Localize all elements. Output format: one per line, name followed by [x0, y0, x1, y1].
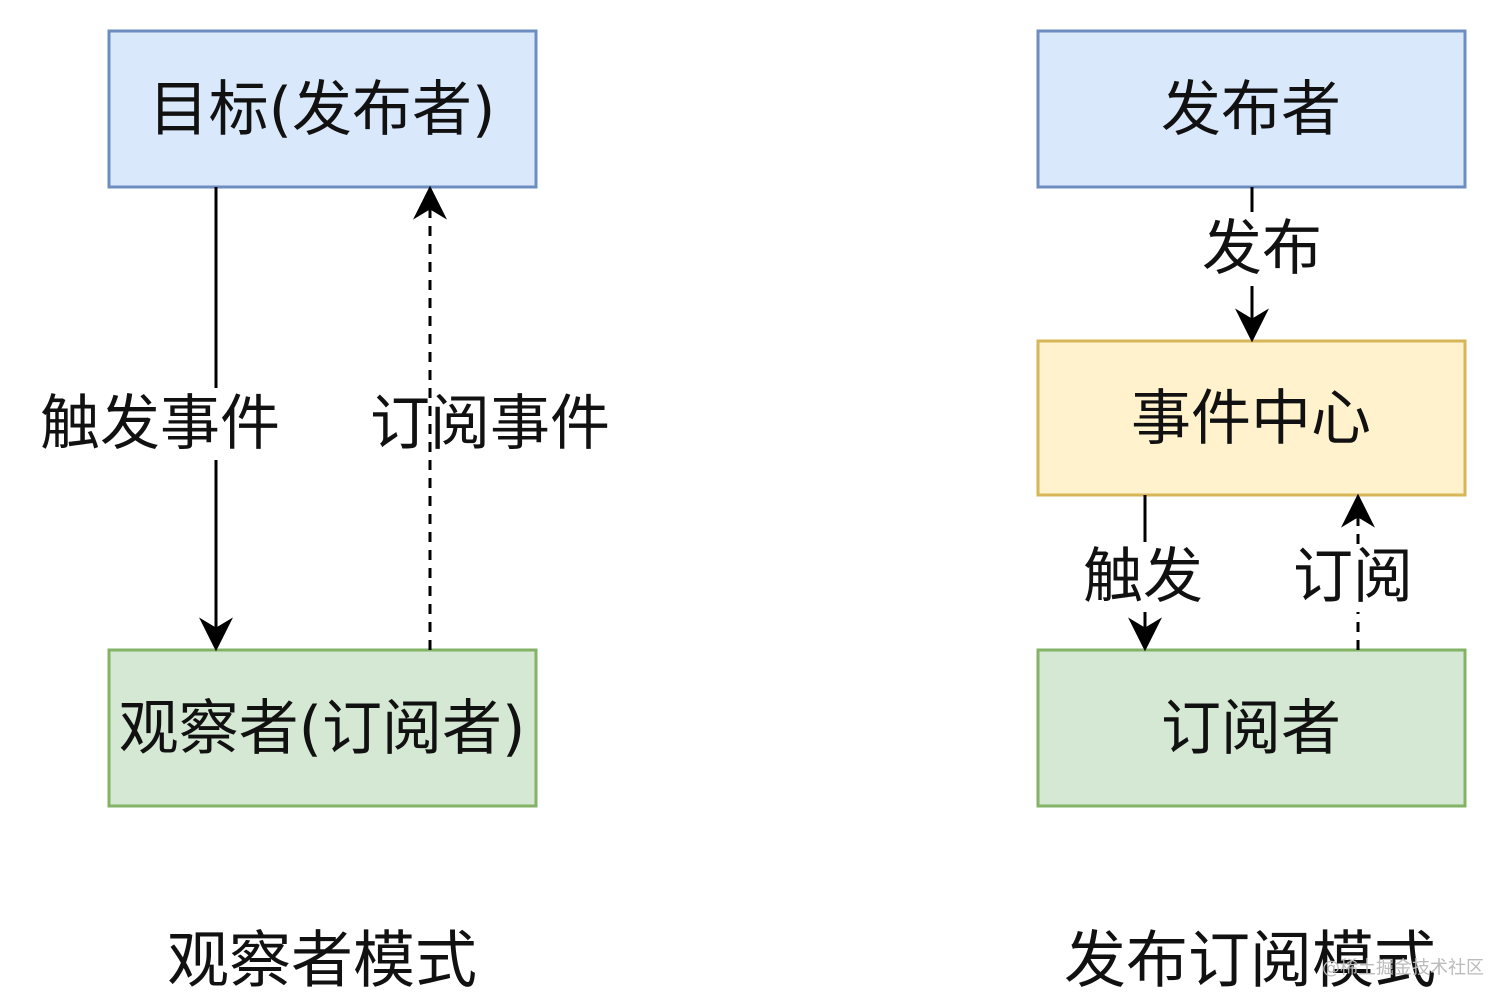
- event-center-node[interactable]: 事件中心: [1036, 339, 1467, 497]
- subscribe-event-edge[interactable]: 订阅事件: [370, 185, 610, 650]
- subscribe-event-label: 订阅事件: [370, 389, 610, 459]
- subscriber-node-label: 订阅者: [1161, 694, 1341, 764]
- trigger-event-edge[interactable]: 触发事件: [40, 187, 280, 652]
- subscriber-node-box: [1036, 648, 1467, 808]
- subscribe-event-label-bg: [388, 390, 412, 458]
- publisher-node-label: 发布者: [1161, 75, 1341, 145]
- watermark-text: @稀土掘金技术社区: [1322, 958, 1484, 979]
- trigger-event-label: 触发事件: [40, 389, 280, 459]
- pubsub-subscribe-edge[interactable]: 订阅: [1293, 493, 1413, 650]
- subscriber-node[interactable]: 订阅者: [1036, 648, 1467, 808]
- observer-node-label: 观察者(订阅者): [119, 694, 526, 764]
- observer-node-box: [107, 648, 538, 808]
- pubsub-trigger-label: 触发: [1083, 542, 1203, 612]
- pubsub-trigger-edge[interactable]: 触发: [1083, 495, 1203, 652]
- subject-node[interactable]: 目标(发布者): [107, 29, 538, 189]
- publish-edge[interactable]: 发布: [1202, 187, 1322, 343]
- publish-label: 发布: [1202, 214, 1322, 284]
- event-center-node-box: [1036, 339, 1467, 497]
- publisher-node[interactable]: 发布者: [1036, 29, 1467, 189]
- publisher-node-box: [1036, 29, 1467, 189]
- subject-node-box: [107, 29, 538, 189]
- observer-caption: 观察者模式: [167, 924, 477, 997]
- pubsub-subscribe-label: 订阅: [1293, 542, 1413, 612]
- observer-pattern-group: 目标(发布者) 观察者(订阅者) 触发事件 订阅事件 观察者模式: [40, 29, 610, 997]
- observer-node[interactable]: 观察者(订阅者): [107, 648, 538, 808]
- subject-node-label: 目标(发布者): [149, 75, 496, 145]
- pubsub-caption: 发布订阅模式: [1064, 924, 1436, 997]
- event-center-node-label: 事件中心: [1131, 384, 1371, 454]
- pubsub-pattern-group: 发布者 事件中心 订阅者 发布 触发 订阅: [1036, 29, 1467, 997]
